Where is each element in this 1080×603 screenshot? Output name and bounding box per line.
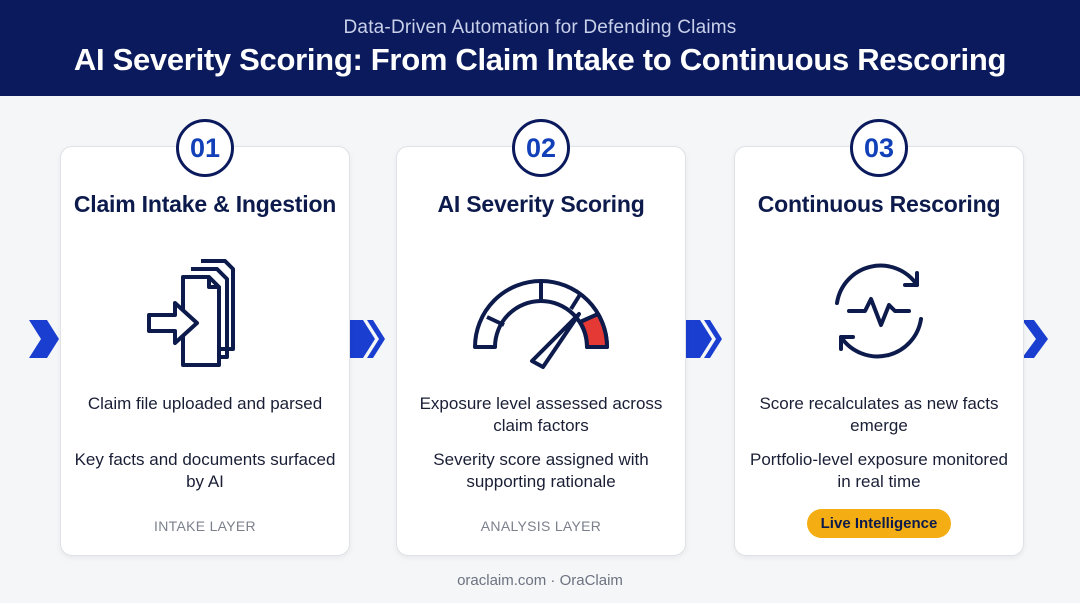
header-banner: Data-Driven Automation for Defending Cla… (0, 0, 1080, 96)
step-number-badge: 03 (850, 119, 908, 177)
step-description-1: Exposure level assessed across claim fac… (419, 394, 663, 435)
document-import-icon (147, 259, 235, 367)
header-subtitle: Data-Driven Automation for Defending Cla… (343, 17, 737, 38)
chevron-right-icon (1022, 320, 1048, 358)
step-description-1: Claim file uploaded and parsed (87, 394, 323, 413)
step-title: AI Severity Scoring (437, 191, 645, 217)
live-intelligence-badge: Live Intelligence (807, 509, 951, 538)
step-card-scoring: 02 AI Severity Scoring Exposure level as… (396, 119, 686, 556)
step-description-2: Severity score assigned with supporting … (433, 450, 649, 491)
layer-label: INTAKE LAYER (154, 518, 256, 534)
footer-text: oraclaim.com · OraClaim (457, 572, 623, 589)
step-card-intake: 01 Claim Intake & Ingestion Claim file u… (60, 119, 350, 556)
step-description-2: Portfolio-level exposure monitored in re… (750, 450, 1008, 491)
layer-label: ANALYSIS LAYER (480, 518, 602, 534)
step-description-1: Score recalculates as new facts emerge (759, 394, 999, 435)
step-title: Claim Intake & Ingestion (73, 191, 337, 217)
step-number-badge: 01 (176, 119, 234, 177)
refresh-pulse-icon (835, 263, 923, 359)
step-title: Continuous Rescoring (757, 191, 1001, 217)
chevron-right-icon (29, 320, 59, 358)
step-card-rescoring: 03 Continuous Rescoring Score recalculat… (734, 119, 1024, 556)
chevron-right-icon (349, 320, 385, 358)
gauge-icon (473, 279, 609, 369)
step-number-badge: 02 (512, 119, 570, 177)
chevron-right-icon (686, 320, 722, 358)
header-title: AI Severity Scoring: From Claim Intake t… (73, 42, 1007, 77)
step-description-2: Key facts and documents surfaced by AI (74, 450, 336, 491)
